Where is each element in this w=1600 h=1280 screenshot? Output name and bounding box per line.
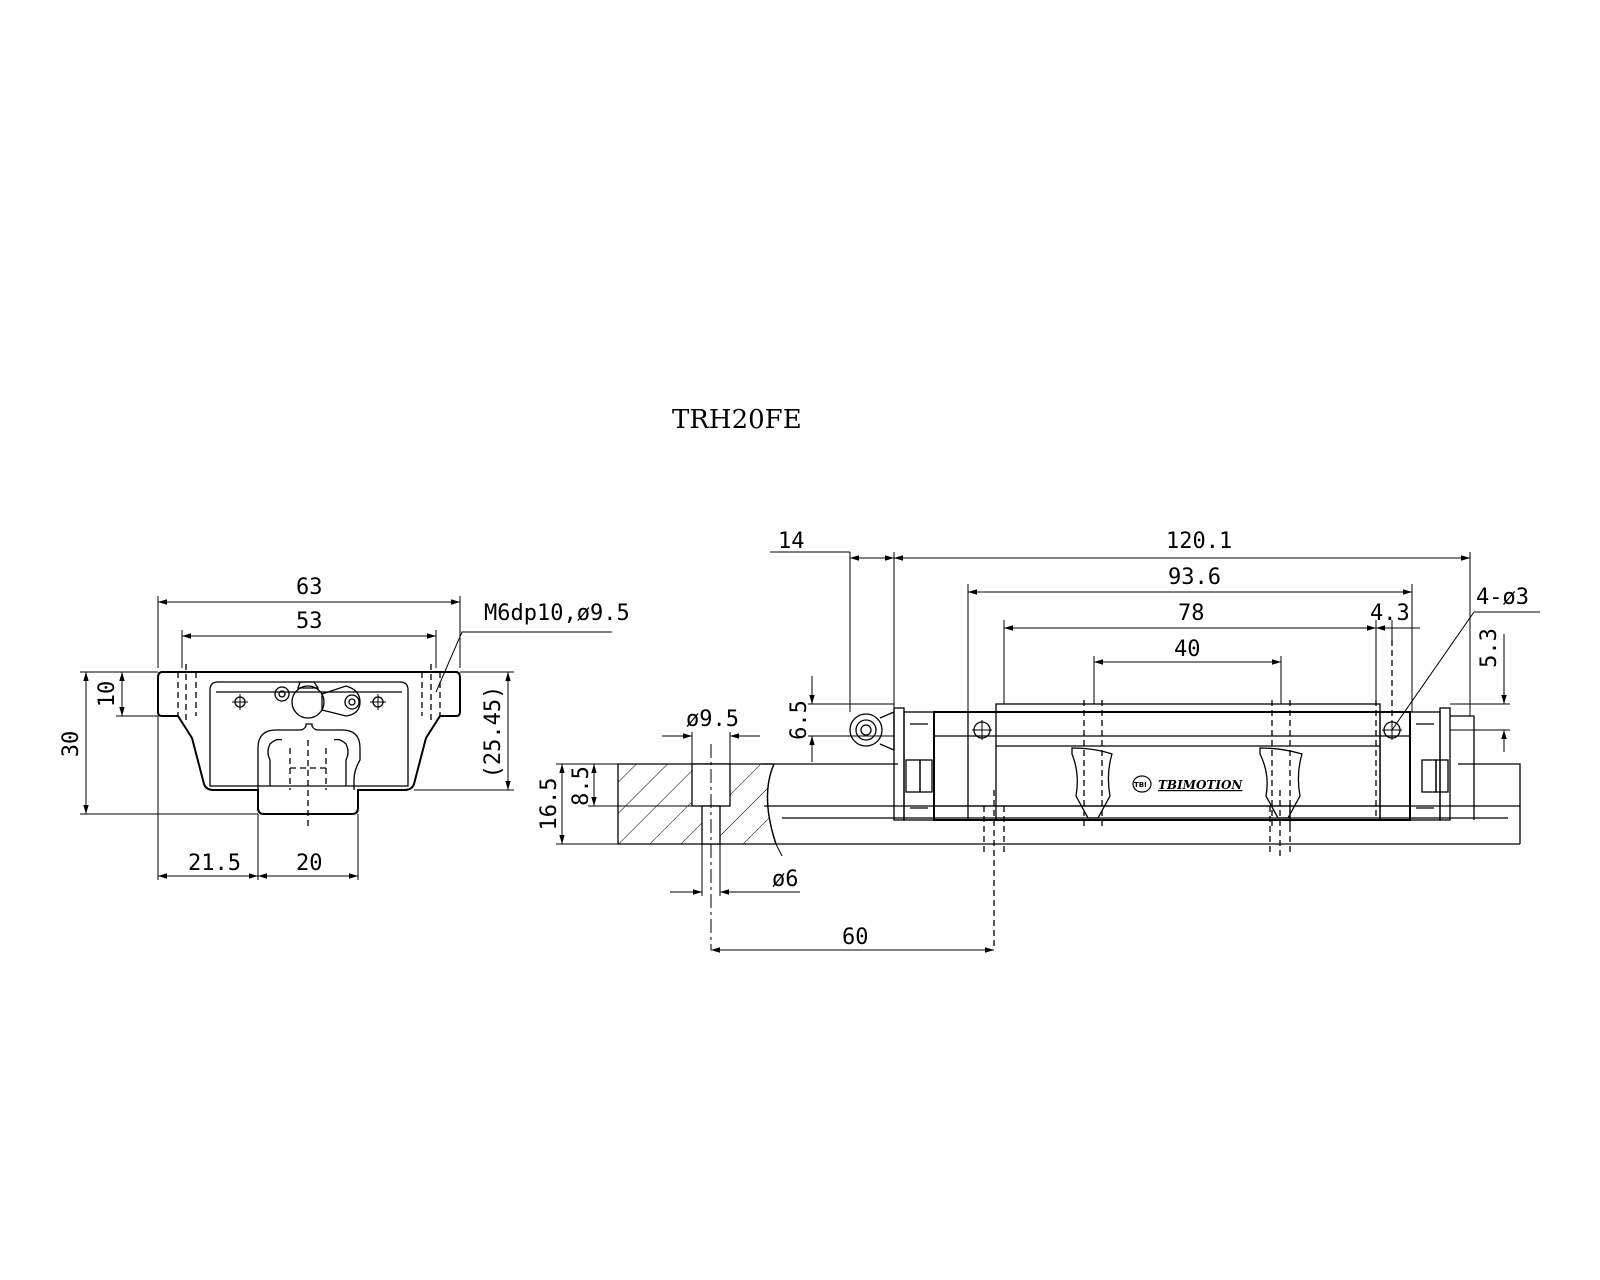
dim-25-45: (25.45) <box>481 686 506 779</box>
dim-120-1: 120.1 <box>1166 529 1232 554</box>
dim-cbore: ø9.5 <box>686 707 739 732</box>
dim-16-5: 16.5 <box>537 778 562 831</box>
dim-53: 53 <box>296 609 323 634</box>
end-seal-right <box>1439 707 1451 821</box>
side-view: TBI TBIMOTION 14 120.1 93.6 78 4.3 4-ø3 … <box>537 529 1540 953</box>
dim-6-5: 6.5 <box>787 700 812 740</box>
dim-21-5: 21.5 <box>188 851 241 876</box>
dim-hole-6: ø6 <box>772 867 799 892</box>
dim-4-3: 4.3 <box>1370 601 1410 626</box>
dim-63: 63 <box>296 575 323 600</box>
dim-mount-hole: M6dp10,ø9.5 <box>484 601 630 626</box>
svg-text:TBI: TBI <box>1134 781 1147 789</box>
rail-profile <box>257 723 361 790</box>
dim-10: 10 <box>95 681 120 708</box>
dim-20: 20 <box>296 851 323 876</box>
dim-5-3: 5.3 <box>1477 628 1502 668</box>
dim-8-5: 8.5 <box>569 766 594 806</box>
front-view: 63 53 M6dp10,ø9.5 30 10 (25.45) 21.5 20 <box>59 575 630 880</box>
dim-78: 78 <box>1178 601 1205 626</box>
end-cap-left <box>903 711 935 821</box>
grease-nipple-side <box>849 711 895 751</box>
svg-text:TBIMOTION: TBIMOTION <box>1158 778 1243 792</box>
brand-logo: TBI TBIMOTION <box>1132 775 1243 793</box>
retainer-right <box>1259 747 1303 819</box>
block-outline <box>157 671 461 815</box>
retainer-left <box>1071 747 1113 819</box>
block-body <box>933 711 1411 821</box>
dim-30: 30 <box>59 731 84 758</box>
dim-14: 14 <box>778 529 805 554</box>
drawing-title: TRH20FE <box>672 405 802 435</box>
dim-93-6: 93.6 <box>1168 565 1221 590</box>
block-recess <box>209 681 409 787</box>
dim-40: 40 <box>1174 637 1201 662</box>
dim-60: 60 <box>842 925 869 950</box>
dim-4-holes: 4-ø3 <box>1476 585 1529 610</box>
grease-nipple <box>274 681 361 719</box>
block-center <box>995 703 1381 821</box>
